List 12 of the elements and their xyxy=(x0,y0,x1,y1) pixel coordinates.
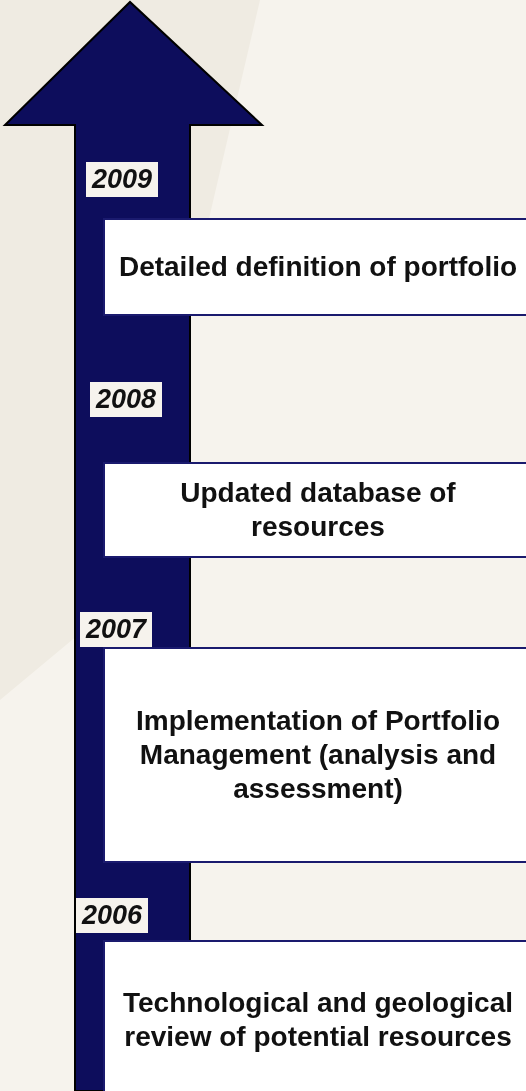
year-label: 2006 xyxy=(76,898,149,933)
milestone-box xyxy=(103,647,526,863)
milestone-box xyxy=(103,940,526,1091)
milestone-text: Implementation of Portfolio Management (analysis and assessment) xyxy=(135,704,501,806)
milestone-text: Technological and geological review of potential resources xyxy=(122,986,514,1054)
year-label: 2008 xyxy=(90,382,163,417)
milestone-box xyxy=(103,218,526,316)
milestone-box xyxy=(103,462,526,558)
milestone-text: Detailed definition of portfolio xyxy=(117,250,519,284)
milestone-text: Updated database of resources xyxy=(179,476,457,544)
year-label: 2009 xyxy=(86,162,159,197)
year-label: 2007 xyxy=(80,612,153,647)
